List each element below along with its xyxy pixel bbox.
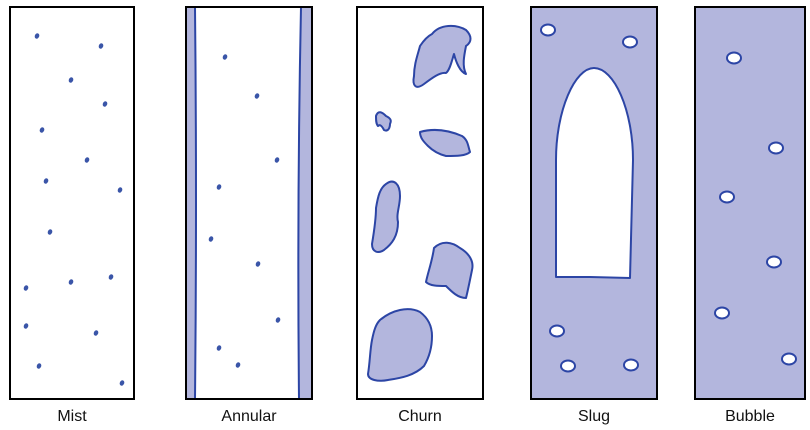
bubble-bubble [769,143,783,154]
mist-panel [10,7,134,399]
bubble-panel [695,7,805,399]
slug-bubble [550,326,564,337]
taylor-bubble [556,68,633,278]
slug-bubble [561,361,575,372]
annular-left-film [186,7,196,399]
bubble-bubble [715,308,729,319]
mist-label: Mist [12,407,132,427]
slug-bubble [623,37,637,48]
bubble-bubble [720,192,734,203]
mist-tube [10,7,134,399]
churn-panel [357,7,483,399]
annular-label: Annular [189,407,309,427]
annular-panel [186,7,312,399]
slug-bubble [541,25,555,36]
slug-label: Slug [534,407,654,427]
bubble-label: Bubble [690,407,810,427]
bubble-bubble [782,354,796,365]
slug-panel [531,7,657,399]
slug-bubble [624,360,638,371]
bubble-bubble [767,257,781,268]
annular-right-film [298,7,312,399]
annular-tube [186,7,312,399]
bubble-bubble [727,53,741,64]
bubble-tube [695,7,805,399]
churn-label: Churn [360,407,480,427]
